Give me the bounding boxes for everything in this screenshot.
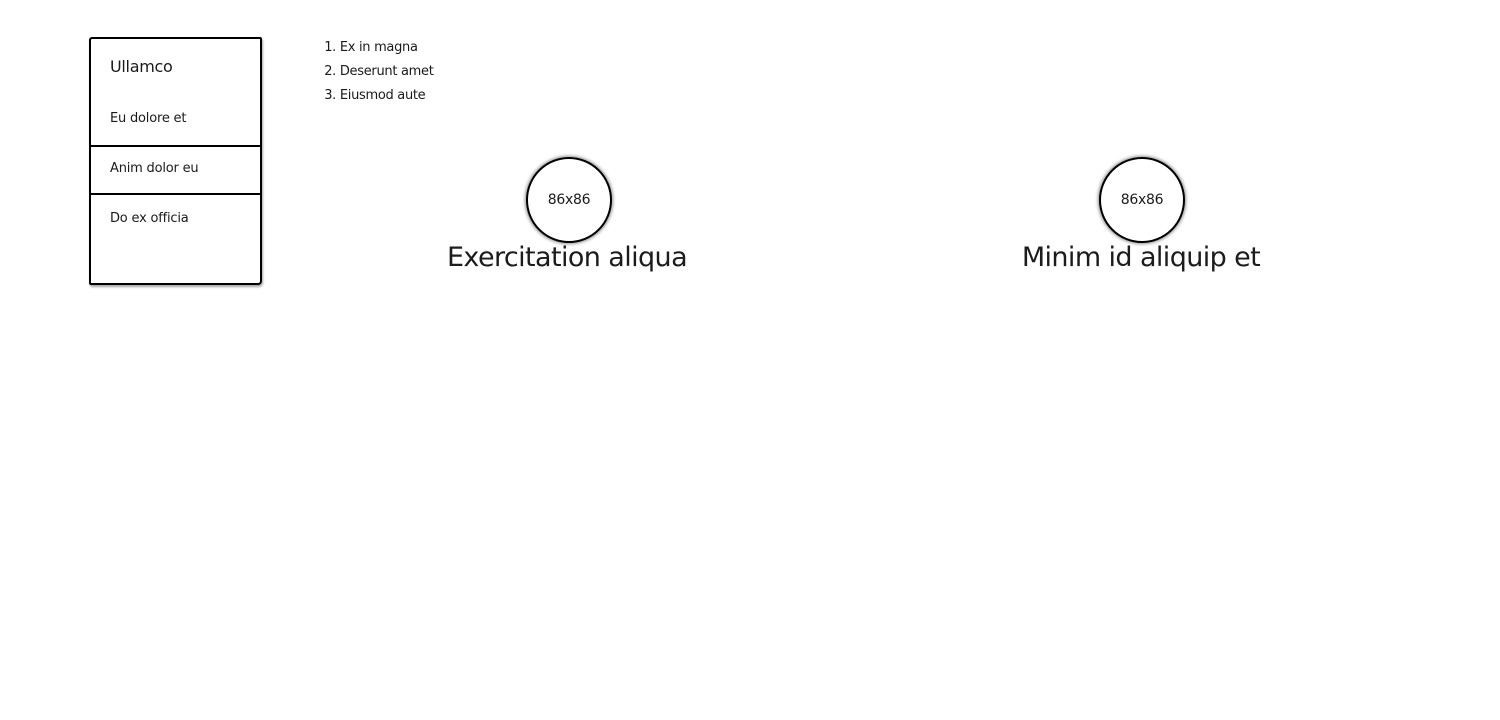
list-item-number: 2. bbox=[324, 64, 336, 79]
image-size-label: 86x86 bbox=[1120, 192, 1164, 208]
list-item: 1. Ex in magna bbox=[320, 38, 434, 62]
card-heading: Minim id aliquip et bbox=[1021, 242, 1261, 273]
sidebar-nav: Ullamco Eu dolore et Anim dolor eu Do ex… bbox=[89, 37, 262, 285]
avatar-placeholder-image: 86x86 bbox=[526, 157, 612, 243]
list-item: 3. Eiusmod aute bbox=[320, 86, 434, 110]
ordered-list: 1. Ex in magna 2. Deserunt amet 3. Eiusm… bbox=[320, 38, 434, 110]
sidebar-item-do-ex-officia[interactable]: Do ex officia bbox=[91, 195, 260, 245]
list-item-number: 1. bbox=[324, 40, 336, 55]
list-item-text: Eiusmod aute bbox=[339, 88, 426, 103]
sidebar-item-label: Anim dolor eu bbox=[110, 161, 199, 176]
card-heading: Exercitation aliqua bbox=[446, 242, 688, 273]
list-item-text: Ex in magna bbox=[339, 40, 418, 55]
avatar-placeholder-image: 86x86 bbox=[1099, 157, 1185, 243]
list-item-number: 3. bbox=[324, 88, 336, 103]
sidebar-item-label: Do ex officia bbox=[110, 211, 189, 226]
image-size-label: 86x86 bbox=[547, 192, 591, 208]
list-item-text: Deserunt amet bbox=[339, 64, 434, 79]
sidebar-item-eu-dolore-et[interactable]: Eu dolore et bbox=[91, 109, 260, 147]
sidebar-item-label: Eu dolore et bbox=[110, 111, 187, 126]
list-item: 2. Deserunt amet bbox=[320, 62, 434, 86]
sidebar-item-anim-dolor-eu[interactable]: Anim dolor eu bbox=[91, 145, 260, 195]
sidebar-title: Ullamco bbox=[110, 57, 173, 76]
